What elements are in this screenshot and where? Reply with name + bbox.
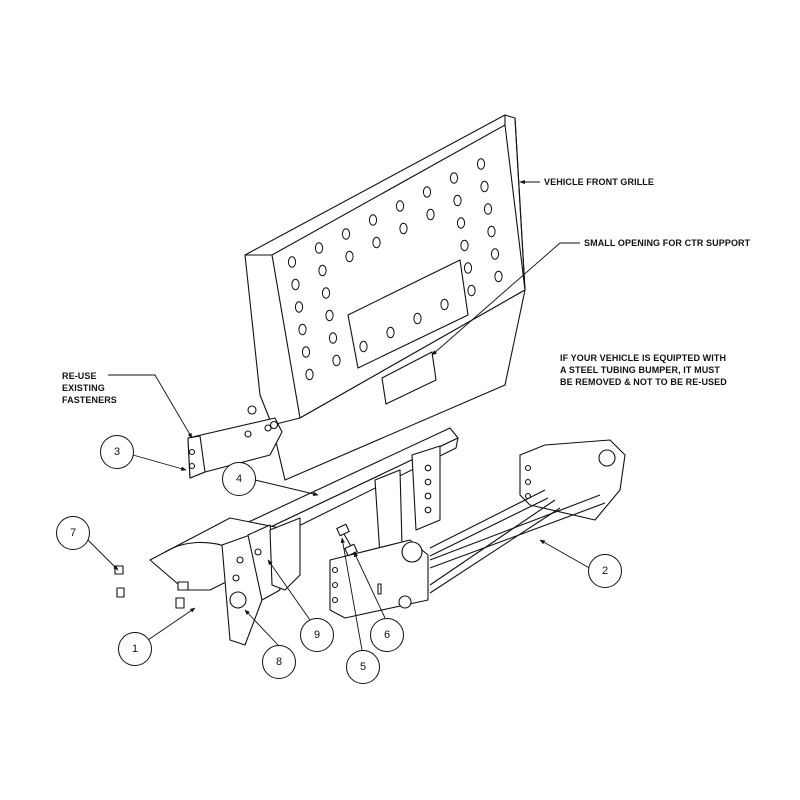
grille-hole — [305, 368, 314, 381]
callout-9: 9 — [300, 618, 334, 652]
grille-hole — [332, 354, 341, 367]
grille-hole — [467, 284, 476, 297]
callout-1: 1 — [118, 632, 152, 666]
grille-hole — [449, 172, 459, 184]
callout-7: 7 — [56, 516, 90, 550]
label-line: BE REMOVED & NOT TO BE RE-USED — [560, 377, 727, 387]
callout-5: 5 — [346, 650, 380, 684]
grille-hole — [359, 340, 368, 353]
grille-hole — [440, 298, 449, 311]
grille-hole — [287, 256, 297, 268]
label-vehicle-front-grille: VEHICLE FRONT GRILLE — [544, 177, 654, 187]
grille-hole — [301, 346, 311, 358]
grille-hole — [291, 278, 300, 291]
grille-holes — [287, 158, 503, 381]
grille-hole — [483, 203, 493, 215]
grille-hole — [298, 323, 307, 336]
grille-hole — [399, 222, 408, 235]
grille-hole — [453, 194, 462, 207]
grille-hole — [456, 217, 466, 229]
bolt-hardware — [336, 523, 358, 557]
side-tube-frame — [429, 439, 626, 594]
grille-hole — [294, 301, 304, 313]
grille-hole — [341, 228, 351, 240]
label-line: IF YOUR VEHICLE IS EQUIPTED WITH — [560, 353, 727, 363]
left-mounting-bracket — [187, 405, 283, 479]
grille-hole — [490, 248, 500, 260]
grille-hole — [494, 270, 503, 283]
grille-hole — [345, 250, 354, 263]
grille-hole — [463, 262, 473, 274]
label-line: FASTENERS — [62, 395, 117, 405]
callout-2: 2 — [588, 554, 622, 588]
grille-hole — [372, 236, 381, 249]
grille-hole — [422, 186, 432, 198]
grille-hole — [426, 208, 435, 221]
grille-hole — [321, 287, 331, 299]
grille-hole — [487, 225, 496, 238]
label-reuse-fasteners: RE-USE EXISTING FASTENERS — [62, 370, 117, 406]
callout-6: 6 — [370, 618, 404, 652]
grille-hole — [328, 332, 338, 344]
grille-hole — [480, 180, 489, 193]
grille-hole — [395, 200, 405, 212]
grille-hole — [318, 264, 327, 277]
label-line: RE-USE — [62, 371, 97, 381]
grille-hole — [368, 214, 378, 226]
label-steel-bumper-note: IF YOUR VEHICLE IS EQUIPTED WITH A STEEL… — [560, 352, 727, 388]
grille-hole — [325, 309, 334, 322]
label-line: EXISTING — [62, 383, 105, 393]
grille-hole — [413, 312, 422, 325]
small-ctr-opening — [381, 351, 437, 405]
callout-3: 3 — [100, 435, 134, 469]
leader-lines — [87, 179, 594, 651]
grille-hole — [476, 158, 486, 170]
grille-hole — [386, 326, 395, 339]
grille-center-opening — [347, 259, 469, 369]
callout-8: 8 — [262, 645, 296, 679]
grille-hole — [314, 242, 324, 254]
grille-hole — [460, 239, 469, 252]
vehicle-front-grille — [244, 114, 526, 481]
label-line: A STEEL TUBING BUMPER, IT MUST — [560, 365, 721, 375]
callout-4: 4 — [222, 462, 256, 496]
fastener-hardware — [114, 565, 189, 609]
label-small-opening: SMALL OPENING FOR CTR SUPPORT — [584, 238, 751, 248]
center-mount-assembly — [149, 445, 441, 646]
